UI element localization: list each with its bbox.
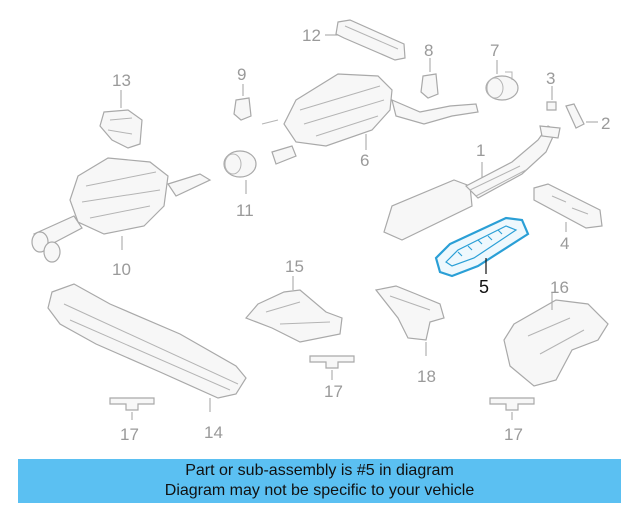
part-2-gasket: 2 bbox=[565, 103, 610, 133]
callout-2: 2 bbox=[601, 114, 610, 133]
part-17-nut-c: 17 bbox=[489, 397, 535, 444]
callout-7: 7 bbox=[490, 41, 499, 60]
callout-10: 10 bbox=[112, 260, 131, 279]
part-3-nut: 3 bbox=[546, 69, 557, 111]
part-11-clamp: 11 bbox=[223, 150, 257, 220]
callout-9: 9 bbox=[237, 65, 246, 84]
callout-6: 6 bbox=[360, 151, 369, 170]
callout-12: 12 bbox=[302, 26, 321, 45]
diagram-caption-banner: Part or sub-assembly is #5 in diagram Di… bbox=[18, 459, 621, 503]
callout-18: 18 bbox=[417, 367, 436, 386]
callout-17-a: 17 bbox=[324, 382, 343, 401]
callout-8: 8 bbox=[424, 41, 433, 60]
part-6-center-muffler: 6 bbox=[261, 73, 479, 170]
part-5-highlighted-gasket: 5 bbox=[434, 216, 530, 297]
part-10-rear-muffler: 10 bbox=[31, 157, 212, 279]
callout-16: 16 bbox=[550, 278, 569, 297]
part-4-heat-shield: 4 bbox=[533, 183, 603, 253]
part-8-rubber-mount: 8 bbox=[420, 41, 439, 99]
part-15-heat-shield: 15 bbox=[244, 257, 343, 343]
caption-line-2: Diagram may not be specific to your vehi… bbox=[164, 482, 475, 499]
part-16-bracket: 16 bbox=[503, 278, 609, 387]
callout-3: 3 bbox=[546, 69, 555, 88]
caption-line-1: Part or sub-assembly is #5 in diagram bbox=[185, 462, 454, 479]
part-14-heat-shield: 14 bbox=[47, 283, 247, 442]
part-17-nut-a: 17 bbox=[309, 355, 355, 401]
part-1-catalytic-converter: 1 bbox=[383, 125, 561, 241]
callout-17-b: 17 bbox=[120, 425, 139, 444]
part-12-hanger-bracket: 12 bbox=[302, 19, 406, 61]
callout-14: 14 bbox=[204, 423, 223, 442]
callout-4: 4 bbox=[560, 234, 569, 253]
callout-15: 15 bbox=[285, 257, 304, 276]
callout-5: 5 bbox=[479, 277, 489, 297]
exhaust-parts-diagram: 12 8 7 9 13 6 3 bbox=[31, 19, 610, 444]
callout-11: 11 bbox=[236, 201, 254, 220]
callout-17-c: 17 bbox=[504, 425, 523, 444]
part-13-bracket: 13 bbox=[99, 71, 143, 149]
part-17-nut-b: 17 bbox=[109, 397, 155, 444]
callout-13: 13 bbox=[112, 71, 131, 90]
part-7-clamp: 7 bbox=[485, 41, 519, 101]
part-9-rubber-mount: 9 bbox=[233, 65, 252, 121]
callout-1: 1 bbox=[476, 141, 485, 160]
part-18-heat-shield: 18 bbox=[374, 285, 445, 386]
